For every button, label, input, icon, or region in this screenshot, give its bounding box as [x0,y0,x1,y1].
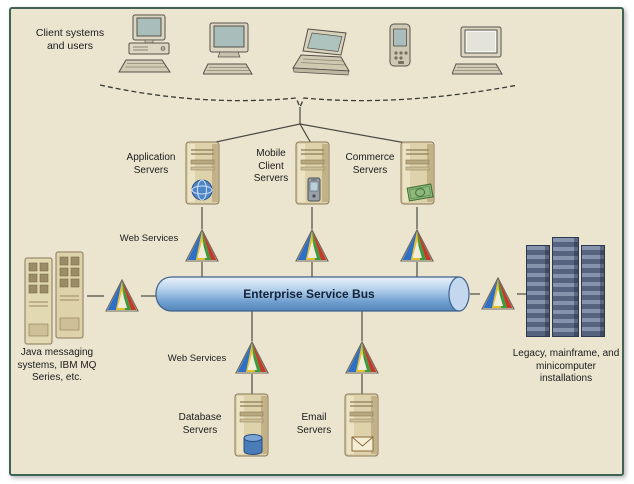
application-server-icon [185,141,220,205]
web-service-icon-mobile [295,228,329,262]
mobile-client-servers-label: Mobile Client Servers [253,148,289,184]
mobile-phone-icon [307,177,321,202]
database-servers-label: Database Servers [178,412,222,436]
web-service-icon-application [185,228,219,262]
mainframe-rack-icon [526,237,608,339]
laptop-icon [292,28,350,76]
service-bus-icon [155,276,470,312]
email-servers-label: Email Servers [296,412,332,436]
web-service-icon-commerce [400,228,434,262]
web-service-icon-left [105,278,139,312]
pda-icon [389,23,411,67]
mobile-client-server-icon [295,141,330,205]
email-server-icon [344,393,379,457]
database-server-icon [234,393,269,457]
globe-icon [191,179,213,201]
web-service-icon-right [481,276,515,310]
terminal-icon [452,26,503,75]
rack-unit [526,245,550,337]
application-servers-label: Application Servers [126,152,176,176]
web-services-label-bottom: Web Services [167,353,227,364]
java-messaging-label: Java messaging systems, IBM MQ Series, e… [17,347,97,383]
web-service-icon-email [345,340,379,374]
web-services-label-top: Web Services [119,233,179,244]
legacy-mainframe-label: Legacy, mainframe, and minicomputer inst… [512,348,620,384]
email-icon [351,436,374,452]
commerce-server-icon [400,141,435,205]
rack-unit [552,237,579,337]
messaging-servers-icon [24,251,84,345]
desktop-computer-icon [118,14,171,73]
crt-monitor-icon [203,22,253,75]
service-bus-label: Enterprise Service Bus [243,287,375,301]
rack-unit [581,245,605,337]
web-service-icon-database [235,340,269,374]
money-icon [406,183,434,202]
commerce-servers-label: Commerce Servers [345,152,395,176]
database-icon [243,434,263,455]
client-systems-label: Client systems and users [35,27,105,53]
